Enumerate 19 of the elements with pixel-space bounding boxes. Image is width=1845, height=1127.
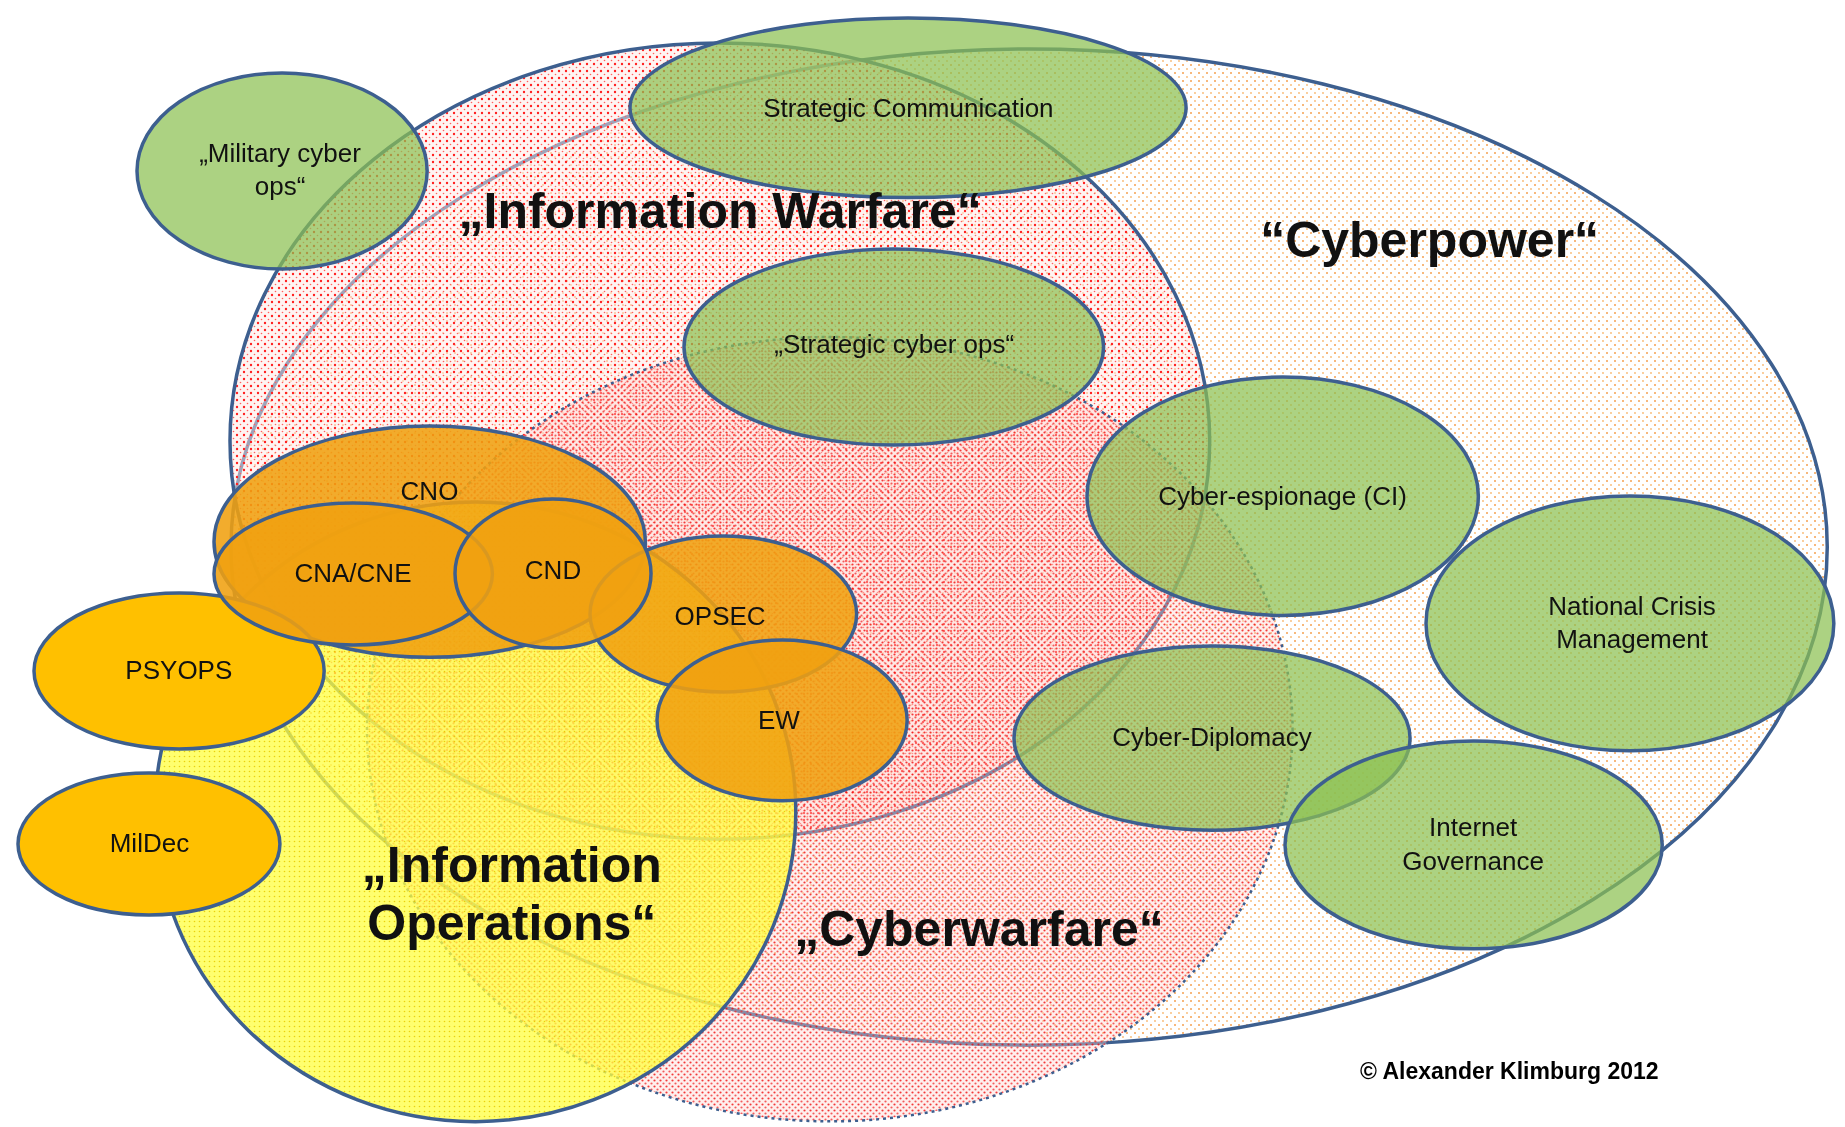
ellipse-label: CND xyxy=(523,553,583,587)
region-title: “Cyberpower“ xyxy=(1259,212,1601,270)
ellipse-label: National Crisis Management xyxy=(1547,589,1717,657)
region-title: „Cyberwarfare“ xyxy=(793,900,1165,959)
region-title: „Information Operations“ xyxy=(360,836,663,952)
ellipse-label: OPSEC xyxy=(673,599,767,633)
ellipse-label: MilDec xyxy=(108,826,191,860)
ellipse-label: EW xyxy=(757,704,801,738)
ellipse-label: CNO xyxy=(399,474,460,508)
ellipse-label: Internet Governance xyxy=(1401,811,1545,878)
ellipse-label: Cyber-Diplomacy xyxy=(1111,720,1313,754)
ellipse-label: Cyber-espionage (CI) xyxy=(1157,479,1408,513)
ellipse-label: PSYOPS xyxy=(124,653,234,687)
ellipse-label: „Military cyber ops“ xyxy=(198,136,362,204)
ellipse-label: CNA/CNE xyxy=(293,557,413,591)
ellipse-label: Strategic Communication xyxy=(762,92,1055,126)
copyright-note: © Alexander Klimburg 2012 xyxy=(1360,1058,1659,1085)
ellipse-label: „Strategic cyber ops“ xyxy=(773,327,1016,361)
region-title: „Information Warfare“ xyxy=(457,183,983,241)
